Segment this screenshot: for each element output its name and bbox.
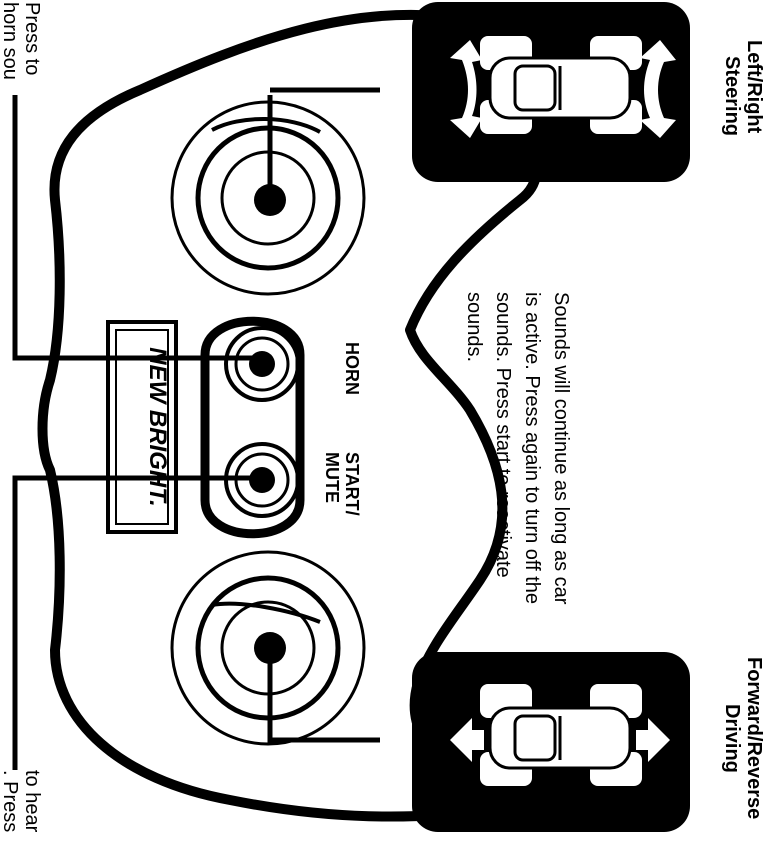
- curved-arrows-icon: [450, 40, 676, 138]
- driving-panel: [412, 652, 690, 832]
- driving-caption-line-1: Forward/Reverse: [743, 657, 765, 819]
- start-mute-instruction-line-2: . Press: [0, 770, 21, 832]
- horn-button-label: HORN: [342, 342, 362, 395]
- sounds-note-line-1: Sounds will continue as long as car: [550, 292, 572, 605]
- start-mute-button-label-line-1: START/: [342, 452, 362, 516]
- steering-panel: [412, 2, 690, 182]
- horn-instruction: Press to horn sou: [0, 2, 43, 80]
- brand-logo-text: NEW BRIGHT.: [144, 347, 171, 507]
- horn-button[interactable]: [224, 326, 300, 402]
- start-mute-leader-line: [12, 475, 262, 770]
- steering-caption-line-2: Steering: [721, 56, 743, 136]
- sounds-note: Sounds will continue as long as car is a…: [463, 292, 572, 605]
- controller-body-outline: [37, 9, 542, 822]
- steering-caption-line-1: Left/Right: [743, 40, 765, 134]
- horn-instruction-line-2: horn sou: [0, 2, 21, 80]
- horn-instruction-line-1: Press to: [21, 2, 43, 75]
- start-mute-button-label: START/ MUTE: [322, 452, 362, 516]
- sounds-note-line-2: is active. Press again to turn off the: [521, 292, 543, 604]
- straight-arrows-icon: [450, 718, 670, 762]
- car-top-view-icon: [480, 684, 642, 786]
- driving-leader-line: [267, 648, 380, 743]
- horn-leader-line: [12, 95, 262, 361]
- steering-caption: Left/Right Steering: [721, 40, 765, 136]
- sounds-note-line-3: sounds. Press start to reactivate: [492, 292, 514, 578]
- sounds-note-line-4: sounds.: [463, 292, 485, 362]
- leader-lines: [12, 87, 380, 770]
- brand-logo: NEW BRIGHT.: [106, 320, 178, 534]
- car-top-view-icon: [480, 36, 642, 134]
- driving-caption-line-2: Driving: [721, 704, 743, 773]
- start-mute-button-label-line-2: MUTE: [322, 452, 342, 503]
- start-mute-instruction: to hear . Press for: [0, 770, 43, 833]
- driving-caption: Forward/Reverse Driving: [721, 657, 765, 819]
- button-panel-outline: [200, 316, 305, 539]
- start-mute-instruction-line-1: to hear: [21, 770, 43, 833]
